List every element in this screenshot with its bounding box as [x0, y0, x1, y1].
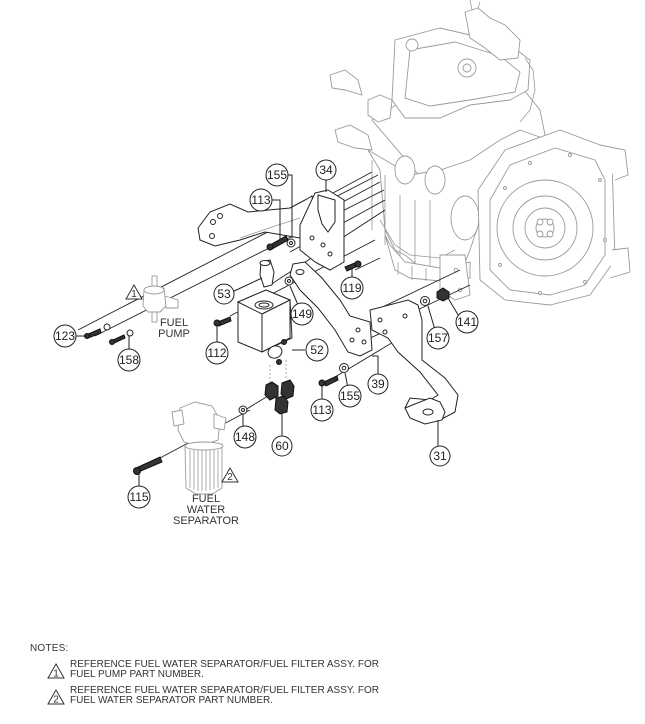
note-marker-2-icon: 2 — [221, 466, 239, 483]
svg-text:34: 34 — [319, 163, 333, 177]
callout-113-upper[interactable]: 113 — [249, 188, 273, 212]
svg-text:115: 115 — [129, 490, 148, 504]
svg-text:113: 113 — [251, 193, 270, 207]
svg-text:157: 157 — [428, 331, 448, 345]
svg-text:155: 155 — [340, 389, 360, 403]
callout-123[interactable]: 123 — [53, 324, 77, 348]
svg-text:60: 60 — [275, 439, 289, 453]
svg-text:158: 158 — [119, 353, 139, 367]
svg-text:155: 155 — [267, 168, 287, 182]
note-marker-1-icon: 1 — [47, 663, 65, 679]
parts-diagram: FUEL PUMP 1 FUEL WATER SEPARATOR 2 — [53, 0, 631, 527]
svg-text:2: 2 — [53, 695, 59, 706]
fuel-pump-label-line1: FUEL — [160, 317, 188, 329]
svg-text:119: 119 — [342, 281, 361, 295]
part-34-upper-bracket — [197, 189, 345, 271]
svg-text:53: 53 — [217, 287, 231, 301]
part-60-fittings — [264, 360, 295, 415]
note-marker-1-icon: 1 — [125, 283, 143, 300]
note-1-line-1: REFERENCE FUEL WATER SEPARATOR/FUEL FILT… — [70, 659, 379, 670]
note-2-line-1: REFERENCE FUEL WATER SEPARATOR/FUEL FILT… — [70, 685, 379, 696]
fuel-water-separator — [171, 401, 227, 495]
fuel-water-separator-label-line1: FUEL — [192, 493, 220, 505]
svg-text:113: 113 — [312, 403, 331, 417]
callout-141[interactable]: 141 — [455, 310, 479, 334]
svg-text:1: 1 — [131, 289, 137, 300]
part-52-fuel-block — [236, 289, 293, 365]
callout-119[interactable]: 119 — [340, 276, 364, 300]
callout-148[interactable]: 148 — [233, 425, 257, 449]
note-item-2: 2 REFERENCE FUEL WATER SEPARATOR/FUEL FI… — [30, 686, 630, 706]
note-1-line-2: FUEL PUMP PART NUMBER. — [70, 669, 204, 680]
callout-155-upper[interactable]: 155 — [265, 163, 289, 187]
callout-34[interactable]: 34 — [315, 159, 337, 181]
note-2-line-2: FUEL WATER SEPARATOR PART NUMBER. — [70, 695, 273, 706]
svg-text:39: 39 — [371, 377, 385, 391]
callout-149[interactable]: 149 — [290, 302, 314, 326]
callout-53[interactable]: 53 — [213, 283, 235, 305]
part-53-fitting — [259, 259, 275, 288]
fuel-pump-label-line2: PUMP — [158, 328, 190, 340]
part-31-lower-bracket — [369, 299, 459, 425]
svg-text:149: 149 — [292, 307, 312, 321]
fuel-water-separator-label-line2: WATER — [187, 504, 226, 516]
svg-text:1: 1 — [53, 669, 59, 680]
svg-text:141: 141 — [457, 315, 477, 329]
svg-text:148: 148 — [235, 430, 255, 444]
svg-text:31: 31 — [433, 449, 447, 463]
note-item-1: 1 REFERENCE FUEL WATER SEPARATOR/FUEL FI… — [30, 660, 630, 680]
callout-115[interactable]: 115 — [127, 485, 151, 509]
engine-illustration — [329, 0, 631, 306]
callout-158[interactable]: 158 — [117, 348, 141, 372]
svg-text:112: 112 — [207, 346, 226, 360]
svg-text:52: 52 — [310, 343, 324, 357]
callout-155-lower[interactable]: 155 — [338, 384, 362, 408]
notes-title: NOTES: — [30, 643, 69, 654]
callout-112[interactable]: 112 — [205, 341, 229, 365]
callout-52[interactable]: 52 — [305, 338, 329, 362]
svg-text:2: 2 — [227, 472, 233, 483]
callout-39[interactable]: 39 — [367, 373, 389, 395]
fuel-pump — [142, 275, 179, 323]
svg-text:123: 123 — [55, 329, 75, 343]
note-marker-2-icon: 2 — [47, 689, 65, 705]
callout-157[interactable]: 157 — [426, 326, 450, 350]
part-39-middle-bracket — [289, 261, 373, 357]
callout-60[interactable]: 60 — [271, 435, 293, 457]
callout-113-lower[interactable]: 113 — [310, 398, 334, 422]
callout-31[interactable]: 31 — [429, 445, 451, 467]
notes-section: NOTES: 1 REFERENCE FUEL WATER SEPARATOR/… — [30, 643, 630, 712]
fuel-water-separator-label-line3: SEPARATOR — [173, 515, 239, 527]
